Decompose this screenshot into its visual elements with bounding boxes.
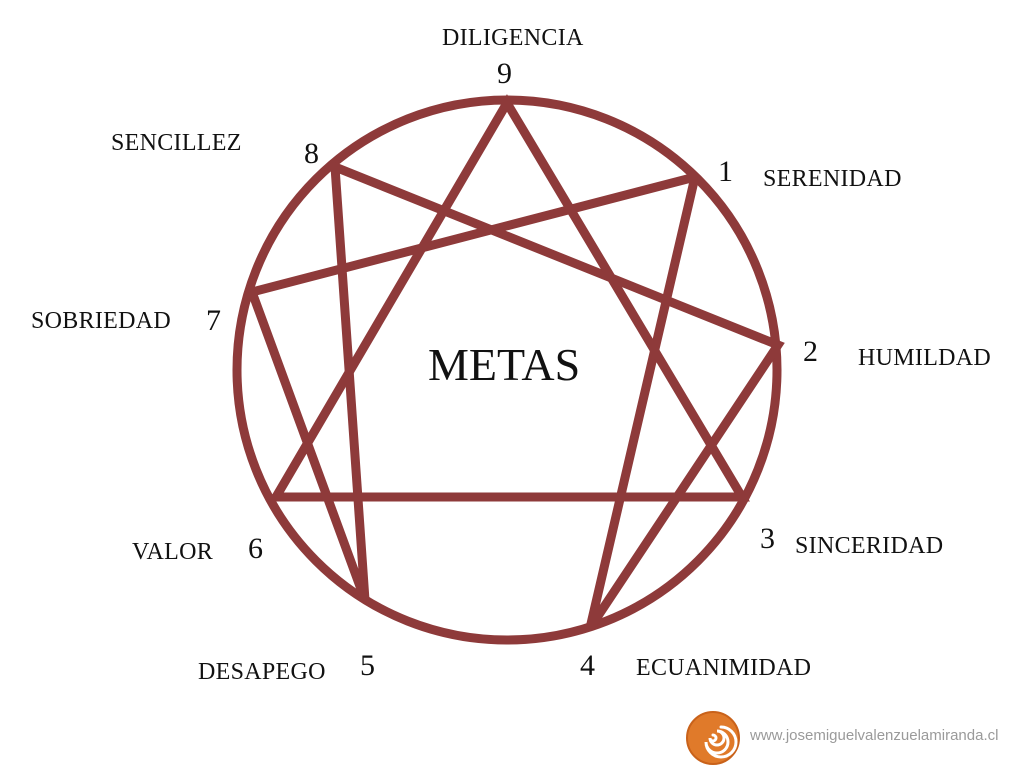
point-number-1: 1 xyxy=(718,155,733,188)
center-label: METAS xyxy=(428,339,581,390)
point-number-8: 8 xyxy=(304,137,319,170)
orange-spiral-logo-icon xyxy=(686,711,740,765)
point-number-9: 9 xyxy=(497,57,512,90)
point-number-7: 7 xyxy=(206,304,221,337)
virtue-label-1: SERENIDAD xyxy=(763,166,902,192)
point-number-3: 3 xyxy=(760,522,775,555)
virtue-label-9: DILIGENCIA xyxy=(442,25,584,51)
virtue-label-4: ECUANIMIDAD xyxy=(636,655,812,681)
point-number-2: 2 xyxy=(803,335,818,368)
virtue-label-2: HUMILDAD xyxy=(858,345,992,371)
virtue-label-5: DESAPEGO xyxy=(198,659,326,685)
enneagram-triangle xyxy=(268,94,750,502)
point-number-4: 4 xyxy=(580,649,595,682)
enneagram-hexad xyxy=(246,160,785,631)
virtue-label-8: SENCILLEZ xyxy=(111,130,242,156)
footer-url[interactable]: www.josemiguelvalenzuelamiranda.cl xyxy=(750,727,999,744)
virtue-label-6: VALOR xyxy=(132,539,214,565)
point-number-6: 6 xyxy=(248,532,263,565)
point-number-5: 5 xyxy=(360,649,375,682)
virtue-label-3: SINCERIDAD xyxy=(795,533,944,559)
virtue-label-7: SOBRIEDAD xyxy=(31,308,172,334)
